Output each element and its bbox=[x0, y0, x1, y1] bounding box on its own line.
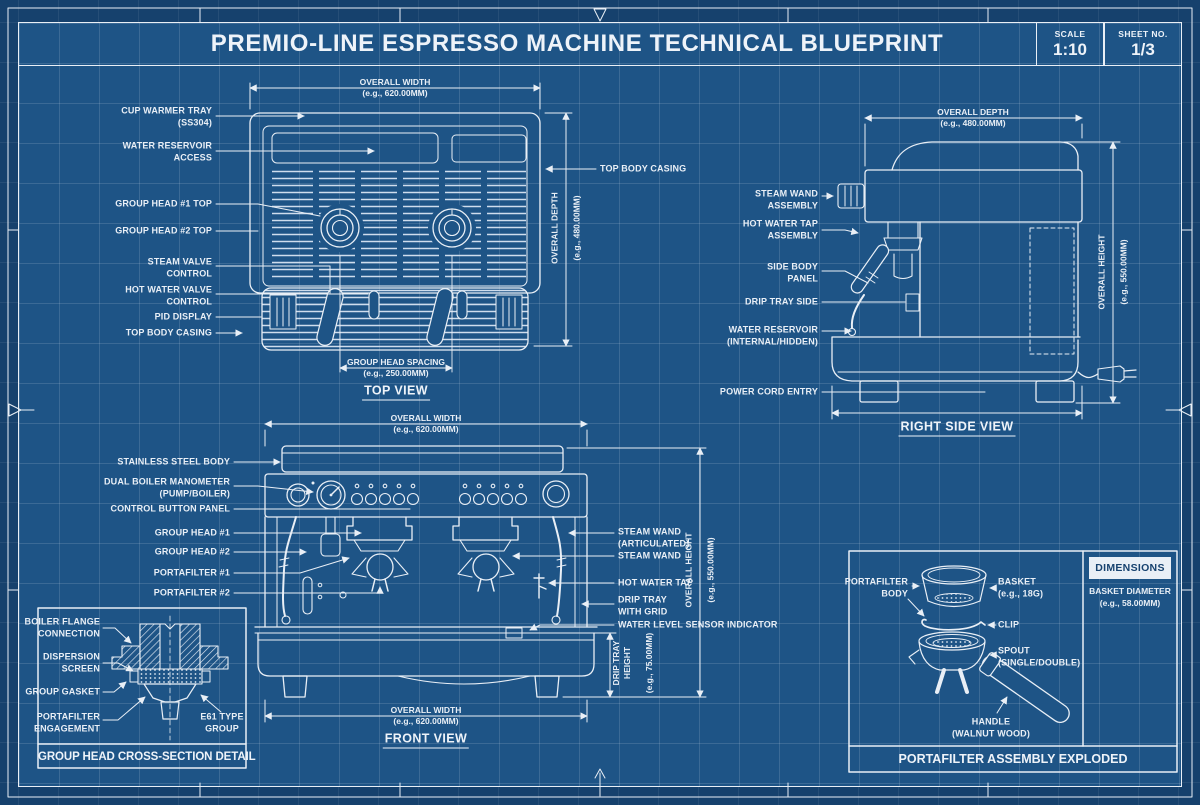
dim-drip-tray-height: DRIP TRAY HEIGHT (e.g., 75.00MM) bbox=[611, 632, 654, 694]
label-steam-wand-articulated: STEAM WAND (ARTICULATED) bbox=[618, 526, 690, 549]
label-clip: CLIP bbox=[998, 619, 1020, 630]
label-water-reservoir-access: WATER RESERVOIR ACCESS bbox=[122, 140, 212, 163]
label-group-head-2-top: GROUP HEAD #2 TOP bbox=[115, 225, 212, 236]
front-view-title: FRONT VIEW bbox=[382, 732, 470, 749]
label-control-button-panel: CONTROL BUTTON PANEL bbox=[110, 503, 230, 514]
label-group-head-2: GROUP HEAD #2 bbox=[154, 546, 230, 557]
label-steam-wand: STEAM WAND bbox=[618, 550, 681, 561]
sheet-number-value: 1/3 bbox=[1131, 39, 1155, 59]
label-portafilter-body: PORTAFILTER BODY bbox=[844, 576, 908, 599]
front-view-drawing bbox=[254, 445, 598, 698]
dim-group-head-spacing: GROUP HEAD SPACING (e.g., 250.00MM) bbox=[347, 357, 445, 378]
portafilter-exploded-drawing bbox=[848, 550, 1178, 773]
label-boiler-flange-connection: BOILER FLANGE CONNECTION bbox=[24, 616, 100, 639]
page-title: PREMIO-LINE ESPRESSO MACHINE TECHNICAL B… bbox=[210, 30, 944, 57]
portafilter-exploded-title: PORTAFILTER ASSEMBLY EXPLODED bbox=[898, 752, 1128, 766]
dim-side-overall-depth: OVERALL DEPTH (e.g., 480.00MM) bbox=[937, 107, 1009, 128]
label-cup-warmer-tray: CUP WARMER TRAY (SS304) bbox=[121, 105, 212, 128]
sheet-border-marks bbox=[7, 7, 1193, 798]
label-pid-display: PID DISPLAY bbox=[154, 311, 212, 322]
basket-diameter-value: (e.g., 58.00MM) bbox=[1099, 598, 1161, 608]
dimensions-panel-rows: BASKET DIAMETER (e.g., 58.00MM) bbox=[1085, 585, 1175, 609]
top-view-drawing bbox=[249, 112, 541, 351]
group-head-detail-drawing bbox=[37, 607, 247, 769]
label-power-cord-entry: POWER CORD ENTRY bbox=[719, 386, 818, 397]
label-portafilter-engagement: PORTAFILTER ENGAGEMENT bbox=[33, 711, 100, 734]
label-basket: BASKET (e.g., 18G) bbox=[998, 576, 1044, 599]
label-top-body-casing-right: TOP BODY CASING bbox=[600, 163, 687, 174]
label-water-level-sensor: WATER LEVEL SENSOR INDICATOR bbox=[618, 619, 778, 630]
label-spout: SPOUT (SINGLE/DOUBLE) bbox=[998, 645, 1081, 668]
top-view-title: TOP VIEW bbox=[362, 384, 430, 401]
label-hot-water-valve-control: HOT WATER VALVE CONTROL bbox=[125, 284, 212, 307]
group-head-detail-annotations bbox=[102, 627, 222, 721]
left-center-arrow-icon bbox=[8, 403, 22, 417]
right-side-view-annotations bbox=[821, 114, 1121, 420]
label-portafilter-2: PORTAFILTER #2 bbox=[153, 587, 230, 598]
front-view-annotations bbox=[233, 420, 707, 723]
scale-label: SCALE bbox=[1054, 28, 1086, 39]
dim-top-overall-width: OVERALL WIDTH (e.g., 620.00MM) bbox=[359, 77, 431, 98]
label-portafilter-1: PORTAFILTER #1 bbox=[153, 567, 230, 578]
label-drip-tray-side: DRIP TRAY SIDE bbox=[745, 296, 818, 307]
label-stainless-steel-body: STAINLESS STEEL BODY bbox=[117, 456, 230, 467]
scale-box: SCALE 1:10 bbox=[1036, 22, 1104, 66]
label-dual-boiler-manometer: DUAL BOILER MANOMETER (PUMP/BOILER) bbox=[104, 476, 230, 499]
bottom-center-arrow-icon bbox=[594, 768, 606, 779]
dim-front-overall-width-bottom: OVERALL WIDTH (e.g., 620.00MM) bbox=[390, 705, 462, 726]
label-steam-wand-assembly: STEAM WAND ASSEMBLY bbox=[755, 188, 818, 211]
label-group-gasket: GROUP GASKET bbox=[25, 686, 100, 697]
title-block: PREMIO-LINE ESPRESSO MACHINE TECHNICAL B… bbox=[18, 22, 1182, 66]
portafilter-exploded-annotations bbox=[907, 582, 1008, 714]
label-drip-tray-with-grid: DRIP TRAY WITH GRID bbox=[618, 594, 668, 617]
group-head-detail-title: GROUP HEAD CROSS-SECTION DETAIL bbox=[38, 751, 256, 763]
label-hot-water-tap-assembly: HOT WATER TAP ASSEMBLY bbox=[742, 218, 818, 241]
label-e61-type-group: E61 TYPE GROUP bbox=[200, 711, 244, 734]
right-side-view-title: RIGHT SIDE VIEW bbox=[898, 420, 1016, 437]
dimensions-panel-header: DIMENSIONS bbox=[1089, 557, 1171, 579]
dim-front-overall-width-top: OVERALL WIDTH (e.g., 620.00MM) bbox=[390, 413, 462, 434]
scale-value: 1:10 bbox=[1052, 39, 1088, 59]
sheet-number-label: SHEET NO. bbox=[1118, 28, 1168, 39]
label-dispersion-screen: DISPERSION SCREEN bbox=[42, 651, 100, 674]
label-water-reservoir-hidden: WATER RESERVOIR (INTERNAL/HIDDEN) bbox=[726, 324, 818, 347]
label-handle: HANDLE (WALNUT WOOD) bbox=[952, 716, 1030, 739]
dim-top-overall-depth: OVERALL DEPTH (e.g., 480.00MM) bbox=[549, 192, 582, 264]
right-center-arrow-icon bbox=[1178, 403, 1192, 417]
label-group-head-1-top: GROUP HEAD #1 TOP bbox=[115, 198, 212, 209]
top-view-annotations bbox=[215, 82, 597, 373]
dim-front-overall-height: OVERALL HEIGHT (e.g., 550.00MM) bbox=[683, 532, 716, 608]
sheet-number-box: SHEET NO. 1/3 bbox=[1104, 22, 1182, 66]
label-group-head-1: GROUP HEAD #1 bbox=[154, 527, 230, 538]
top-center-arrow-icon bbox=[593, 8, 607, 22]
dim-side-overall-height: OVERALL HEIGHT (e.g., 550.00MM) bbox=[1096, 234, 1129, 310]
label-hot-water-tap: HOT WATER TAP bbox=[618, 577, 694, 588]
label-top-body-casing-left: TOP BODY CASING bbox=[125, 327, 212, 338]
basket-diameter-label: BASKET DIAMETER bbox=[1089, 586, 1171, 596]
label-side-body-panel: SIDE BODY PANEL bbox=[767, 261, 818, 284]
label-steam-valve-control: STEAM VALVE CONTROL bbox=[147, 256, 212, 279]
